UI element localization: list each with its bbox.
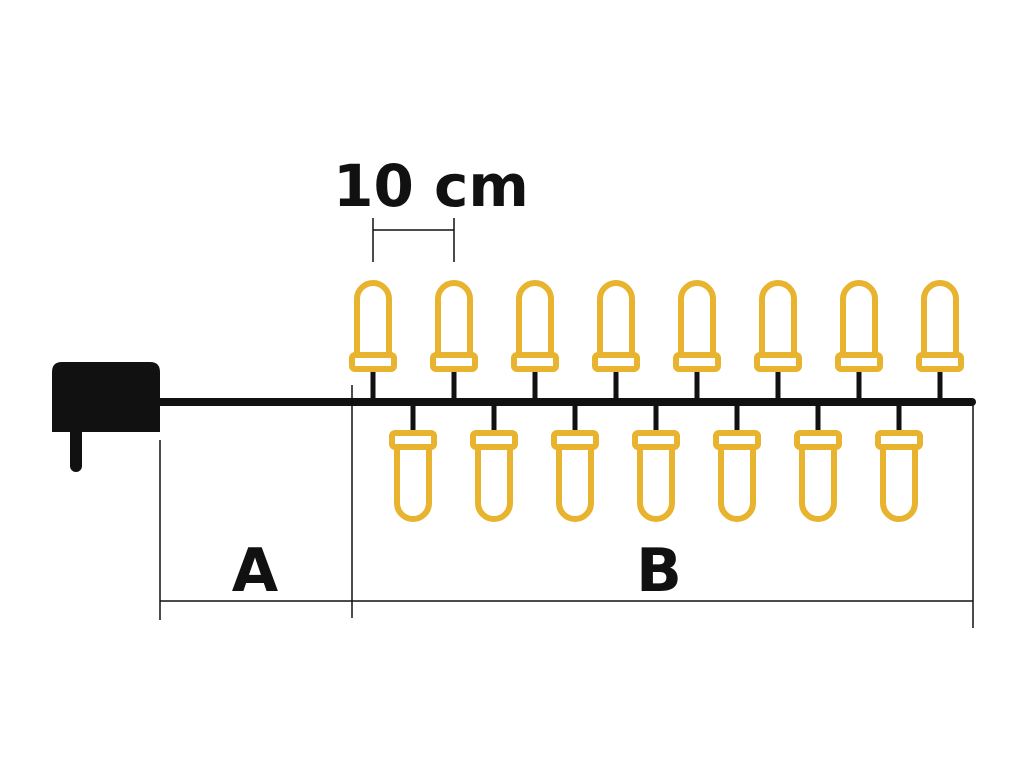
spacing-label: 10 cm (333, 152, 529, 220)
segment-b-label: B (636, 536, 682, 606)
bulb-glass (475, 447, 513, 522)
segment-a-label: A (232, 536, 279, 606)
bulb-glass (718, 447, 756, 522)
led-bulb-icon (794, 402, 842, 522)
led-bulb-icon (430, 280, 478, 402)
bulb-base (673, 352, 721, 372)
led-bulb-icon (470, 402, 518, 522)
bulb-glass (394, 447, 432, 522)
bulb-glass (637, 447, 675, 522)
bulb-glass (880, 447, 918, 522)
bulb-base (916, 352, 964, 372)
bulb-glass (556, 447, 594, 522)
led-bulb-icon (551, 402, 599, 522)
bulb-base (632, 430, 680, 450)
spacing-dimension (372, 218, 455, 262)
led-bulb-icon (632, 402, 680, 522)
bulb-base (389, 430, 437, 450)
led-bulb-icon (592, 280, 640, 402)
bulb-base (470, 430, 518, 450)
bulb-glass (597, 280, 635, 355)
led-bulb-icon (754, 280, 802, 402)
bulb-glass (759, 280, 797, 355)
led-bulb-icon (349, 280, 397, 402)
bulb-glass (840, 280, 878, 355)
led-bulb-icon (389, 402, 437, 522)
bulb-glass (678, 280, 716, 355)
led-bulb-icon (713, 402, 761, 522)
bulb-base (551, 430, 599, 450)
bulb-base (754, 352, 802, 372)
led-bulb-icon (916, 280, 964, 402)
bulb-glass (354, 280, 392, 355)
led-bulb-icon (511, 280, 559, 402)
bulb-glass (516, 280, 554, 355)
bulb-glass (799, 447, 837, 522)
bulb-base (349, 352, 397, 372)
power-plug-icon (52, 362, 160, 472)
bulb-base (713, 430, 761, 450)
bulb-glass (921, 280, 959, 355)
bulb-glass (435, 280, 473, 355)
bulb-base (592, 352, 640, 372)
bulb-base (511, 352, 559, 372)
led-bulb-icon (875, 402, 923, 522)
led-bulb-icon (835, 280, 883, 402)
bulb-base (875, 430, 923, 450)
bulbs-group (349, 280, 964, 522)
segment-dimensions (159, 385, 974, 628)
bulb-base (430, 352, 478, 372)
bulb-base (794, 430, 842, 450)
led-bulb-icon (673, 280, 721, 402)
bulb-base (835, 352, 883, 372)
